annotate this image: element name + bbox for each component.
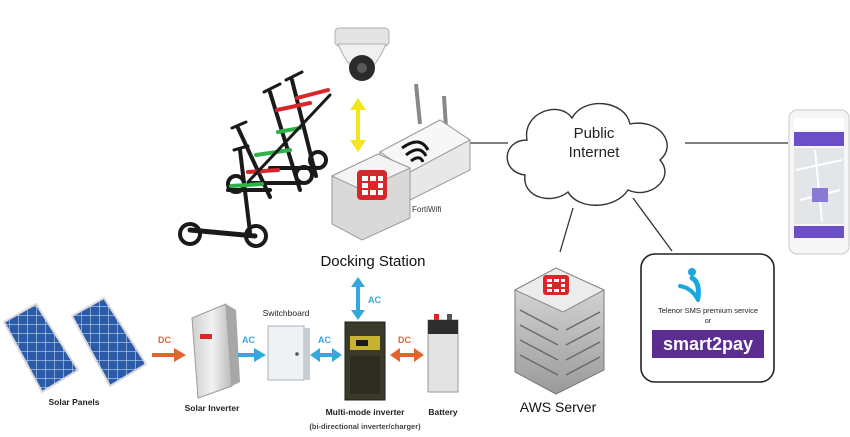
scooter-icon [248, 82, 314, 192]
telenor-service-label: Telenor SMS premium service [658, 306, 758, 315]
multimode-inverter-icon [344, 321, 386, 401]
scooter-icon [268, 70, 330, 178]
multimode-inverter-sublabel: (bi-directional inverter/charger) [309, 422, 421, 431]
smart2pay-logo: smart2pay [663, 334, 753, 354]
scooter-icon [226, 120, 292, 199]
switchboard-icon [267, 325, 310, 381]
ac-1-label: AC [242, 335, 255, 345]
telenor-or-label: or [705, 318, 712, 325]
fortiwifi-label: FortiWifi [412, 205, 442, 214]
ac-2-label: AC [318, 335, 331, 345]
dc-arrow-bidirectional [390, 348, 424, 362]
battery-label: Battery [428, 407, 458, 417]
docking-station-label: Docking Station [320, 253, 425, 270]
ac-arrow-bidirectional [310, 348, 342, 362]
server-icon [513, 267, 606, 395]
dc-arrow-left [152, 348, 186, 362]
solar-panel-icon [2, 302, 80, 394]
ac-up-label: AC [368, 295, 381, 305]
solar-panel-icon [70, 296, 148, 388]
link-cloud-sms [632, 197, 673, 252]
multimode-inverter-label: Multi-mode inverter [326, 407, 406, 417]
camera-icon [334, 27, 390, 81]
battery-icon [427, 314, 459, 393]
dc-left-label: DC [158, 335, 171, 345]
scooter-icon [178, 144, 268, 248]
cloud-label-line2: Internet [569, 144, 621, 161]
solar-inverter-label: Solar Inverter [185, 403, 240, 413]
ac-vertical-arrow [351, 277, 365, 320]
inverter-icon [191, 303, 240, 399]
payment-provider-box [640, 253, 775, 383]
aws-server-label: AWS Server [520, 399, 597, 415]
phone-icon [788, 109, 850, 255]
dc-right-label: DC [398, 335, 411, 345]
ac-arrow-right [238, 348, 266, 362]
camera-link-arrow [350, 98, 366, 152]
cloud-label-line1: Public [574, 125, 615, 142]
scooter-group [178, 70, 332, 248]
switchboard-label: Switchboard [263, 308, 310, 318]
solar-panels-label: Solar Panels [48, 397, 99, 407]
telenor-logo-icon [678, 268, 701, 302]
firewall-icon [330, 153, 412, 241]
cloud-icon [506, 102, 668, 206]
link-cloud-aws [559, 207, 574, 253]
